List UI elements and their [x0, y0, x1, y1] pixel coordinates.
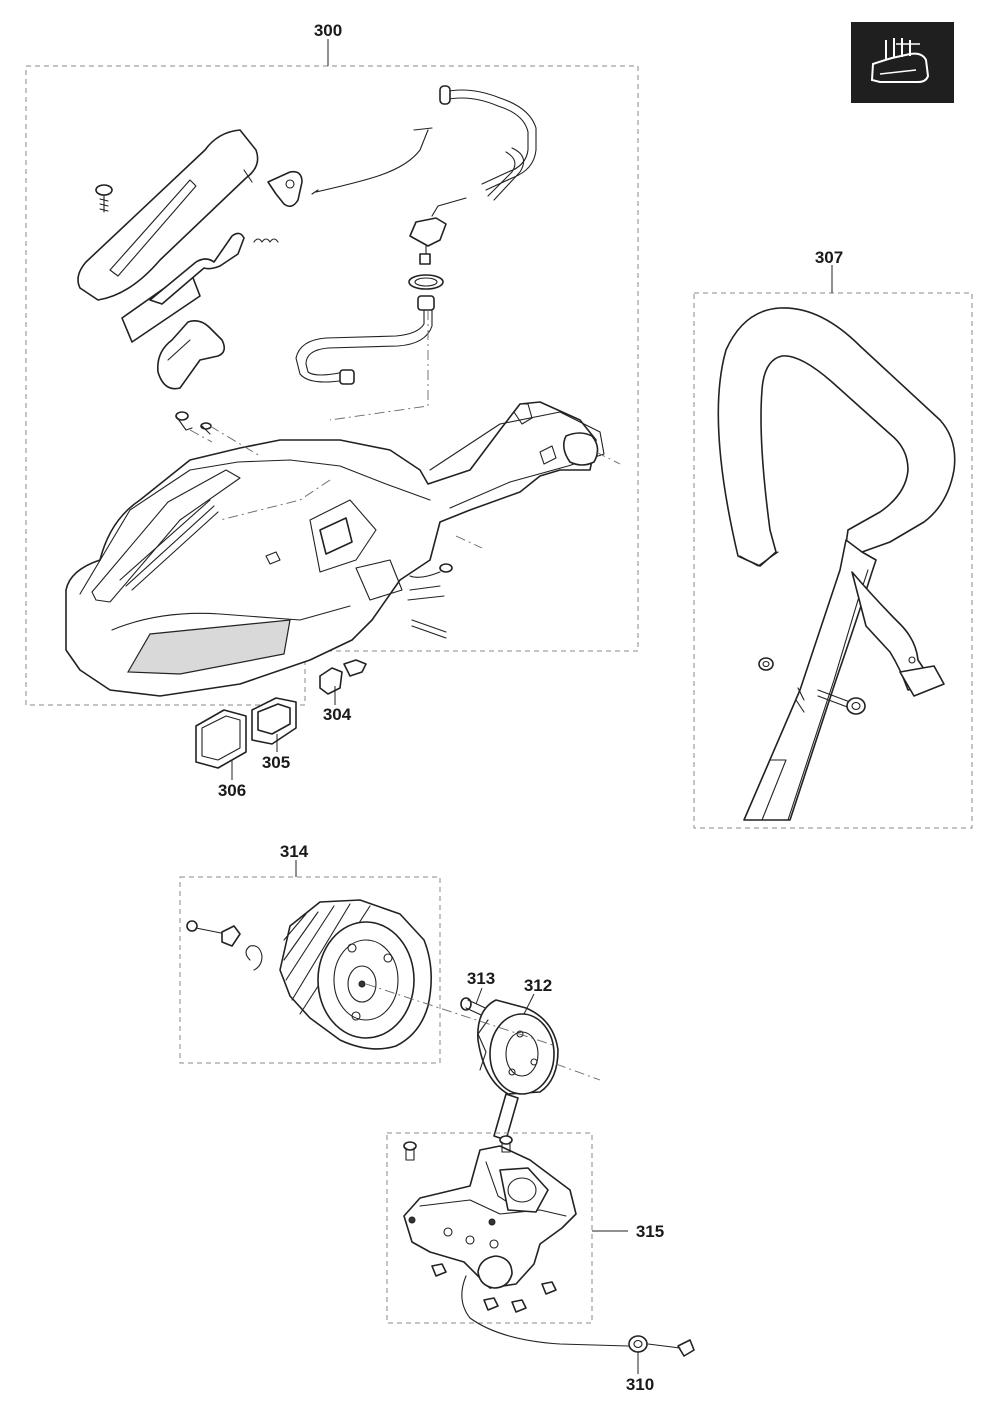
front-handle-bolt — [817, 689, 866, 715]
crankcase-plugs — [403, 1135, 513, 1161]
callout-310: 310 — [626, 1375, 654, 1394]
ground-cable — [311, 127, 433, 195]
handle-housing — [65, 401, 605, 697]
throttle-lever — [149, 232, 245, 305]
crankcase-housing — [403, 1145, 577, 1289]
group-314-box — [179, 876, 441, 1064]
switch-group-304-306 — [195, 659, 367, 769]
flywheel-pawl-parts — [186, 920, 263, 971]
callout-306: 306 — [218, 781, 246, 800]
callout-305: 305 — [262, 753, 290, 772]
front-handle-bar — [717, 307, 956, 821]
callout-307: 307 — [815, 248, 843, 267]
switch-bracket — [267, 170, 303, 208]
flywheel — [279, 899, 432, 1050]
crankcase-nuts — [431, 1263, 557, 1313]
callout-314: 314 — [280, 842, 309, 861]
pins — [175, 411, 212, 435]
group-315-box — [386, 1132, 593, 1324]
alignment-lines-312 — [365, 983, 601, 1081]
callout-300: 300 — [314, 21, 342, 40]
glove-hand-symbol-icon — [851, 22, 954, 103]
callout-313: 313 — [467, 969, 495, 988]
stop-cable-310 — [461, 1275, 695, 1357]
ignition-coil-312 — [477, 999, 559, 1095]
leader-lines — [231, 39, 833, 1374]
screw-top-left — [95, 184, 113, 213]
callout-315: 315 — [636, 1222, 664, 1241]
callout-312: 312 — [524, 976, 552, 995]
group-307-box — [693, 292, 973, 829]
callout-304: 304 — [323, 705, 352, 724]
throttle-lock — [156, 320, 226, 390]
alignment-lines-300 — [189, 310, 621, 549]
fuel-valve — [409, 197, 467, 265]
spring-small — [253, 238, 279, 243]
o-ring — [408, 274, 444, 290]
fuel-tube-upper — [439, 85, 537, 201]
fuel-tube-lower — [295, 295, 435, 385]
front-handle-nut — [758, 657, 774, 671]
trigger-handle-cover — [77, 129, 259, 301]
